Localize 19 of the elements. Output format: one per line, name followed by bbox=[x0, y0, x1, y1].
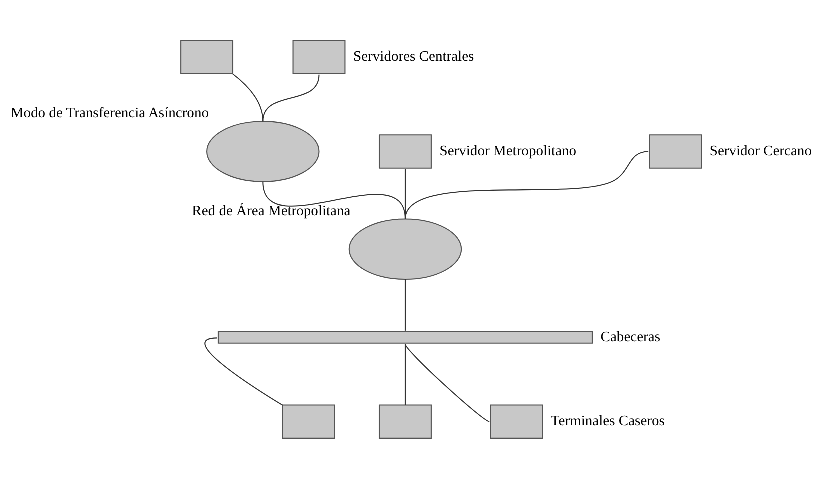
node-label: Modo de Transferencia Asíncrono bbox=[10, 106, 209, 122]
connector bbox=[262, 74, 320, 122]
node-label: Red de Área Metropolitana bbox=[192, 203, 351, 220]
connector bbox=[404, 280, 406, 331]
node-label: Servidor Cercano bbox=[710, 144, 812, 160]
node-label: Servidor Metropolitano bbox=[440, 144, 577, 160]
node-label: Cabeceras bbox=[600, 330, 660, 346]
connector bbox=[404, 151, 649, 220]
node-label: Servidores Centrales bbox=[354, 49, 474, 66]
node-box bbox=[378, 404, 432, 439]
node-label: Terminales Caseros bbox=[550, 414, 665, 430]
node-box bbox=[180, 40, 234, 74]
connector bbox=[204, 338, 284, 406]
connector bbox=[404, 344, 406, 405]
connector bbox=[405, 344, 490, 422]
node-cloud bbox=[206, 121, 320, 182]
node-cloud bbox=[348, 218, 462, 280]
node-box bbox=[282, 404, 336, 439]
connector bbox=[232, 74, 264, 122]
